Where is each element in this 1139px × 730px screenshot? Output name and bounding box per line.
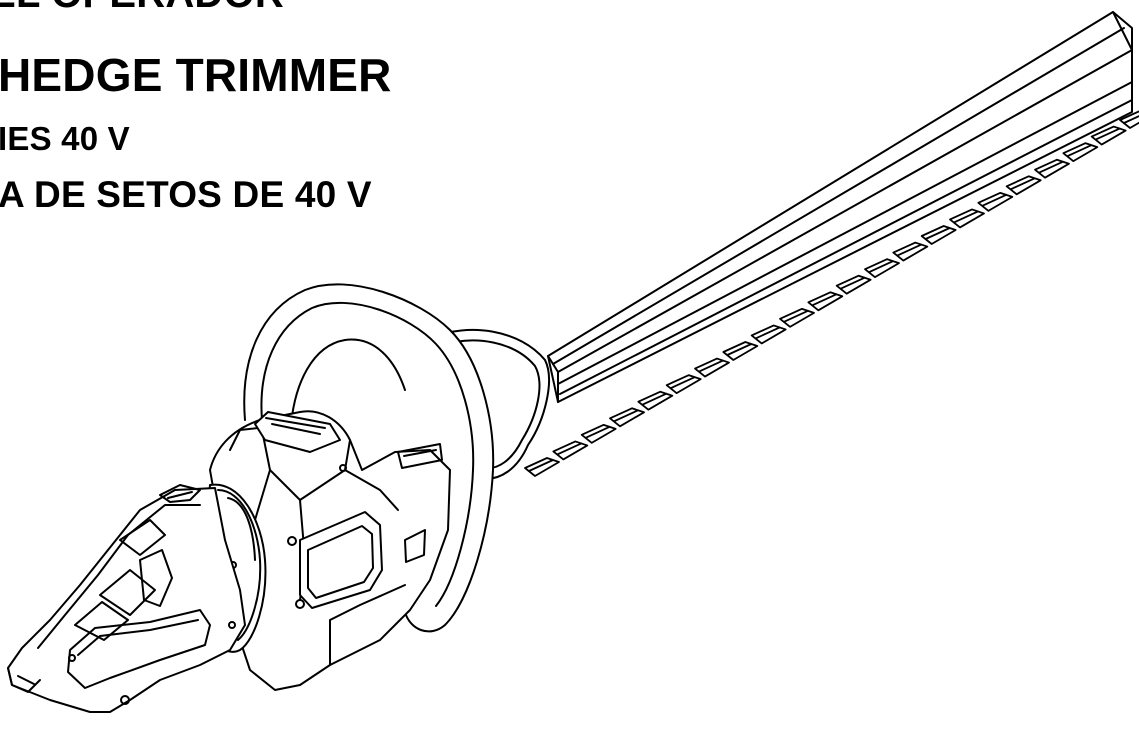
subtitle-spanish: A DE SETOS DE 40 V [0, 174, 372, 215]
blade-tooth [1034, 158, 1070, 179]
blade-tooth [750, 324, 787, 345]
blade-teeth [524, 110, 1139, 477]
blade-tooth [779, 307, 815, 328]
blade-tooth [722, 341, 759, 361]
blade-tooth [580, 423, 617, 444]
cover-title-cut: DEL OPERADOR [0, 0, 284, 14]
blade-tooth [835, 274, 872, 295]
blade-tooth [609, 407, 645, 428]
blade-tooth [1005, 175, 1042, 196]
blade-tooth [892, 241, 929, 262]
blade-tooth [977, 191, 1014, 212]
blade-tooth [1090, 125, 1127, 146]
blade-tooth [552, 440, 589, 461]
blade-tooth [665, 374, 702, 395]
blade-tooth [1062, 142, 1099, 163]
blade-tooth [807, 291, 844, 312]
rear-handle [7, 484, 246, 713]
blade-tooth [694, 357, 730, 378]
blade-tooth [920, 225, 957, 245]
motor-housing [209, 410, 451, 691]
product-title: HEDGE TRIMMER [0, 49, 392, 101]
blade-tooth [1119, 110, 1139, 129]
subtitle-english: IES 40 V [0, 120, 130, 157]
blade-tooth [524, 457, 560, 477]
blade-tooth [637, 390, 674, 411]
blade-bar [547, 11, 1133, 403]
blade-tooth [949, 208, 985, 229]
blade-tooth [864, 258, 900, 279]
